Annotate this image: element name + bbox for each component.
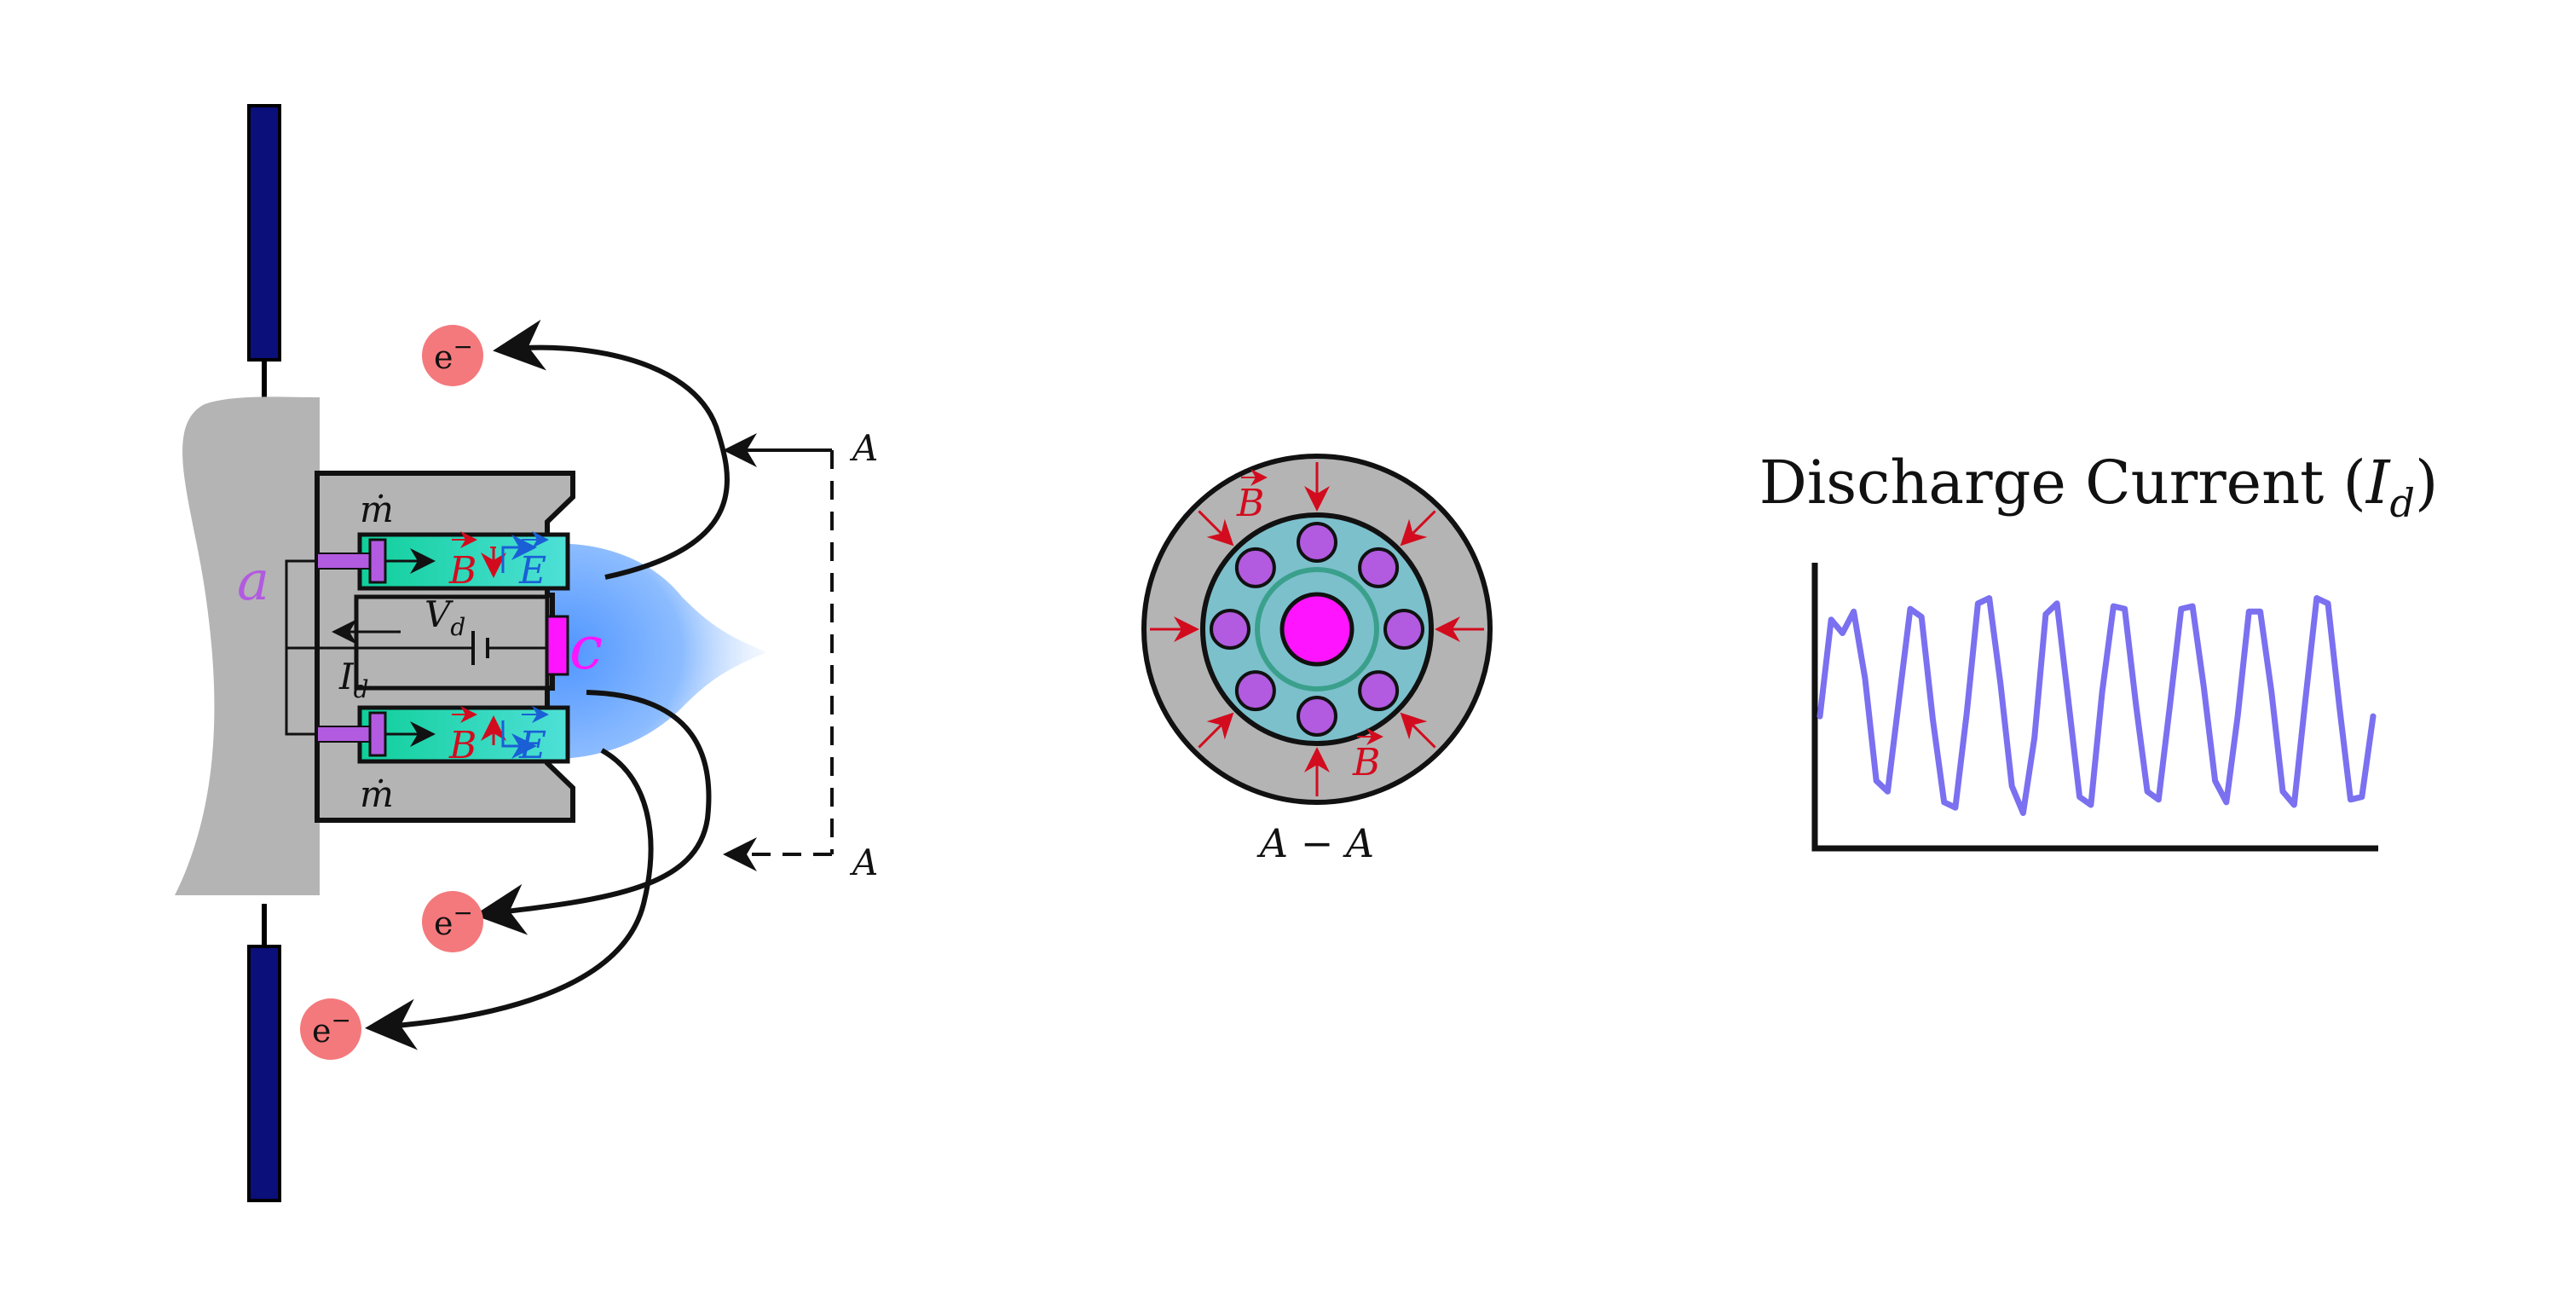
electron-path-middle — [474, 690, 712, 935]
section-marker: A A — [723, 427, 878, 883]
discharge-current-series-line — [1816, 595, 2377, 816]
cathode — [546, 615, 569, 676]
mass-flow-top-label: ṁ — [360, 489, 394, 530]
voltage-label: Vd — [425, 593, 465, 641]
center-cathode — [1279, 592, 1354, 667]
b-field-arrow — [1198, 510, 1234, 547]
inner-pole-ring — [1255, 567, 1379, 691]
cathode-label: c — [569, 613, 603, 683]
electron-path-upper — [493, 319, 730, 580]
upper-anode-stem — [316, 553, 373, 570]
lower-b-label: B — [448, 706, 477, 767]
svg-text:B: B — [448, 549, 477, 593]
anode-injector-dot — [1210, 609, 1250, 650]
anode-injector-dot — [1358, 547, 1400, 588]
plasma-plume — [528, 543, 767, 760]
upper-b-label: B — [448, 531, 477, 593]
anode-injector-ring — [1210, 522, 1424, 737]
electron-upper: e− — [422, 325, 483, 386]
svg-text:E: E — [518, 549, 546, 593]
radial-b-field-arrows — [1150, 462, 1484, 796]
electron-lower: e− — [300, 998, 361, 1060]
b-field-arrow — [1400, 510, 1436, 547]
current-label: Id — [338, 656, 369, 703]
electron-middle: e− — [422, 891, 483, 952]
anode-injector-dot — [1297, 696, 1337, 737]
svg-text:e−: e− — [312, 1006, 351, 1050]
thruster-side-view: ṁ ṁ a c Vd Id B E B E e− — [175, 104, 878, 1202]
upper-anode-plate — [368, 538, 387, 584]
lower-anode-plate — [368, 711, 387, 757]
svg-text:E: E — [518, 724, 546, 767]
cross-section-view: B B A − A — [1141, 454, 1493, 866]
chart-title: Discharge Current (Id) — [1759, 448, 2439, 526]
svg-text:e−: e− — [434, 333, 473, 376]
mass-flow-bottom-label: ṁ — [360, 773, 394, 815]
b-field-arrow — [1400, 712, 1436, 749]
lower-anode-stem — [316, 726, 373, 743]
chart-axes — [1811, 563, 2378, 852]
upper-field-arrows — [481, 535, 537, 578]
upper-panel — [247, 104, 281, 362]
electron-path-lower — [365, 748, 654, 1050]
upper-e-label: E — [518, 531, 549, 593]
anode-injector-dot — [1234, 670, 1276, 712]
anode-label: a — [237, 550, 269, 613]
discharge-current-chart: Discharge Current (Id) — [1759, 448, 2439, 852]
anode-injector-dot — [1358, 670, 1400, 712]
lower-field-arrows — [481, 715, 537, 759]
lower-panel — [247, 945, 281, 1202]
svg-text:B: B — [1352, 741, 1380, 784]
b-label-top: B — [1236, 469, 1268, 525]
anode-injector-dot — [1383, 609, 1424, 650]
section-label-top: A — [849, 427, 878, 469]
b-label-bottom: B — [1352, 728, 1383, 784]
upper-e-field-arrow — [501, 535, 537, 573]
section-label-bottom: A — [849, 842, 878, 883]
b-field-arrow — [1198, 712, 1234, 749]
spacecraft-body — [175, 396, 320, 895]
anode-injector-dot — [1234, 547, 1276, 588]
anode-injector-dot — [1297, 522, 1337, 563]
svg-text:e−: e− — [434, 899, 473, 942]
svg-text:B: B — [448, 724, 477, 767]
lower-e-label: E — [518, 706, 549, 767]
center-pole — [354, 594, 550, 691]
lower-e-field-arrow — [501, 720, 537, 759]
cross-section-caption: A − A — [1256, 820, 1374, 866]
svg-text:B: B — [1236, 482, 1264, 525]
